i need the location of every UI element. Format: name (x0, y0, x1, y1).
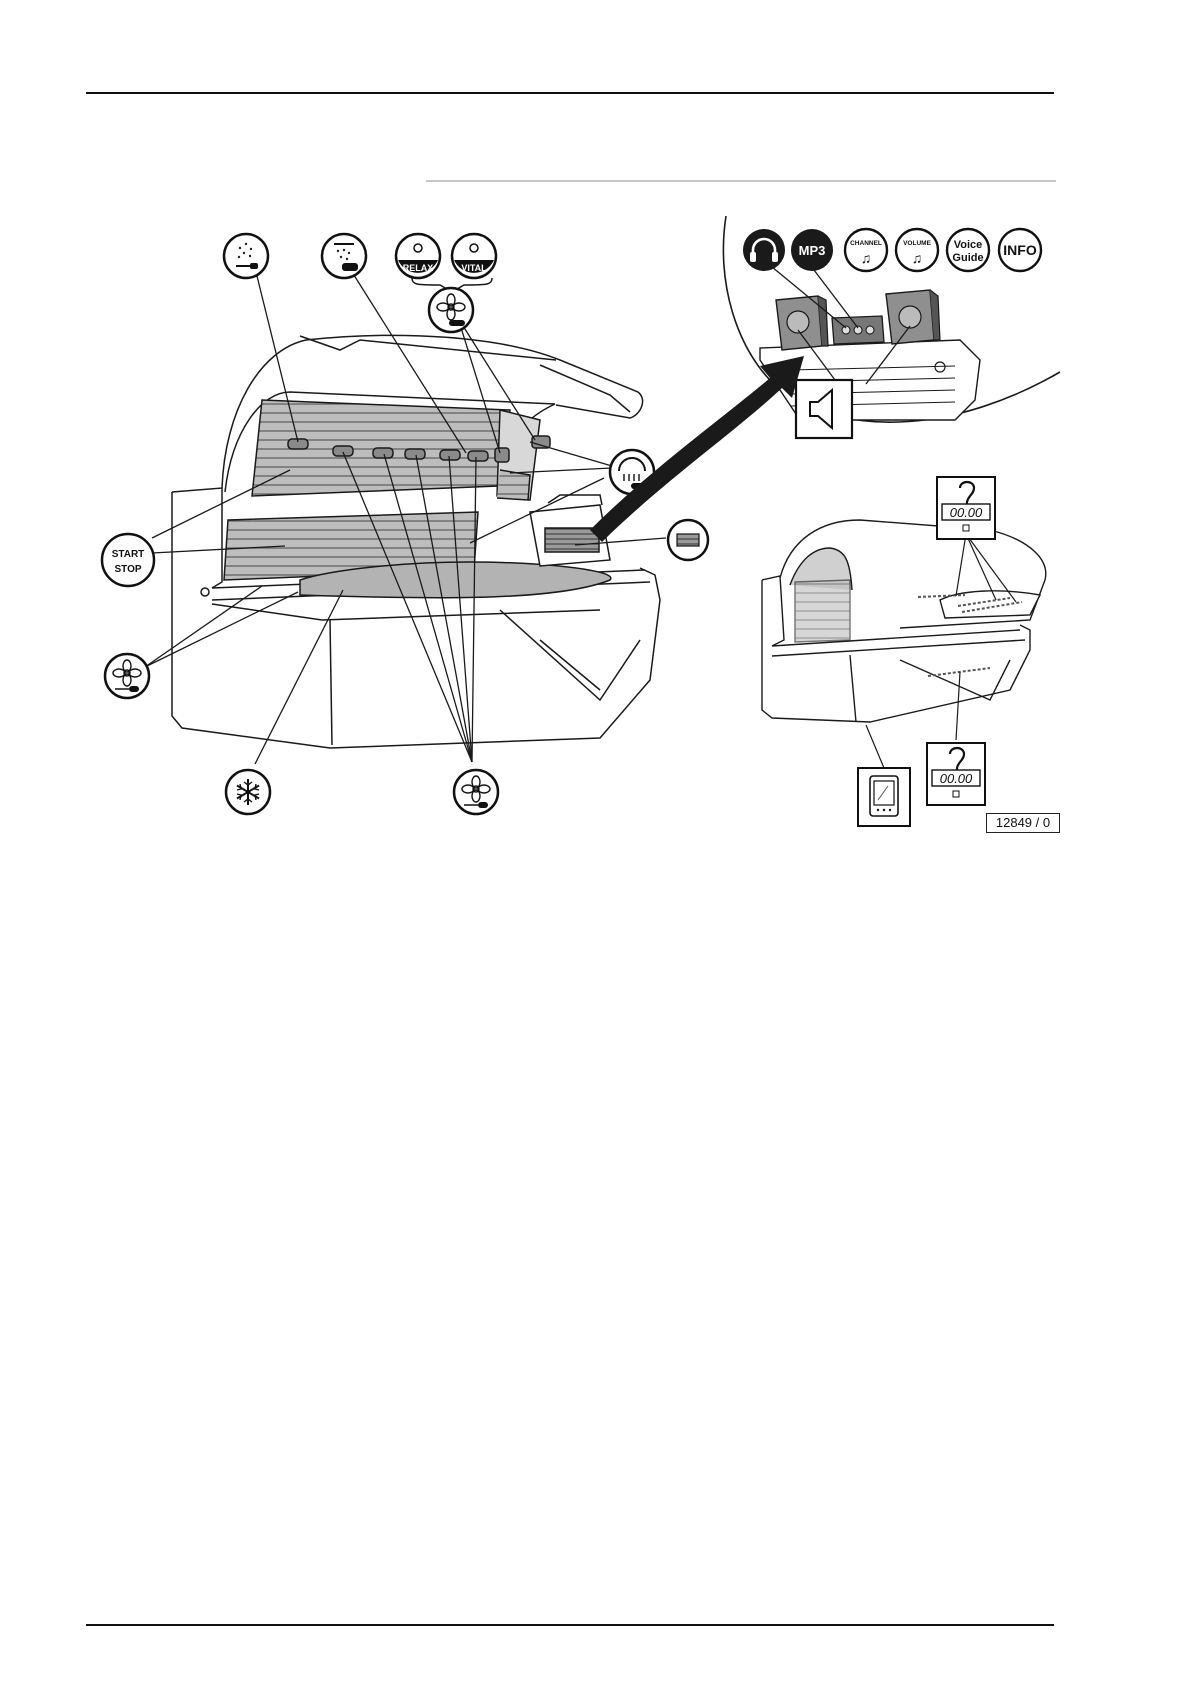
main-solarium (172, 335, 660, 748)
pda-icon (858, 768, 910, 826)
headphones-icon (743, 229, 785, 271)
fan-body-icon (429, 288, 473, 332)
cooling-icon (226, 770, 270, 814)
channel-note-icon: ♫ (861, 250, 872, 266)
face-tanner-icon (668, 520, 708, 560)
vital-icon: VITAL (452, 234, 496, 278)
info-label: INFO (1003, 242, 1037, 258)
vital-label: VITAL (461, 263, 487, 273)
volume-note-icon: ♫ (912, 250, 923, 266)
start-stop-button[interactable]: START STOP (102, 534, 154, 586)
info-icon: INFO (999, 229, 1041, 271)
closed-solarium (762, 520, 1046, 768)
mp3-icon: MP3 (791, 229, 833, 271)
zoom-arrow (590, 356, 804, 542)
display-icon-lower: 00.00 (927, 743, 985, 805)
start-label: START (112, 549, 145, 560)
channel-icon: CHANNEL ♫ (845, 229, 887, 271)
relax-label: RELAX (403, 263, 434, 273)
guide-label: Guide (952, 252, 983, 264)
relax-icon: RELAX (396, 234, 440, 278)
display-readout-lower: 00.00 (940, 771, 973, 786)
figure-id-label: 12849 / 0 (986, 813, 1060, 833)
voice-label: Voice (954, 239, 983, 251)
volume-label: VOLUME (903, 240, 931, 247)
aroma-shower-right-icon (322, 234, 366, 278)
display-icon: 00.00 (937, 477, 995, 539)
aroma-shower-left-icon (224, 234, 268, 278)
stop-label: STOP (114, 564, 141, 575)
fan-shoulder-icon (454, 770, 498, 814)
voice-guide-icon: Voice Guide (947, 229, 989, 271)
channel-label: CHANNEL (850, 240, 882, 247)
volume-icon: VOLUME ♫ (896, 229, 938, 271)
speaker-icon (796, 380, 852, 438)
mp3-label: MP3 (799, 243, 826, 258)
fan-lower-icon (105, 654, 149, 698)
display-readout: 00.00 (950, 505, 983, 520)
